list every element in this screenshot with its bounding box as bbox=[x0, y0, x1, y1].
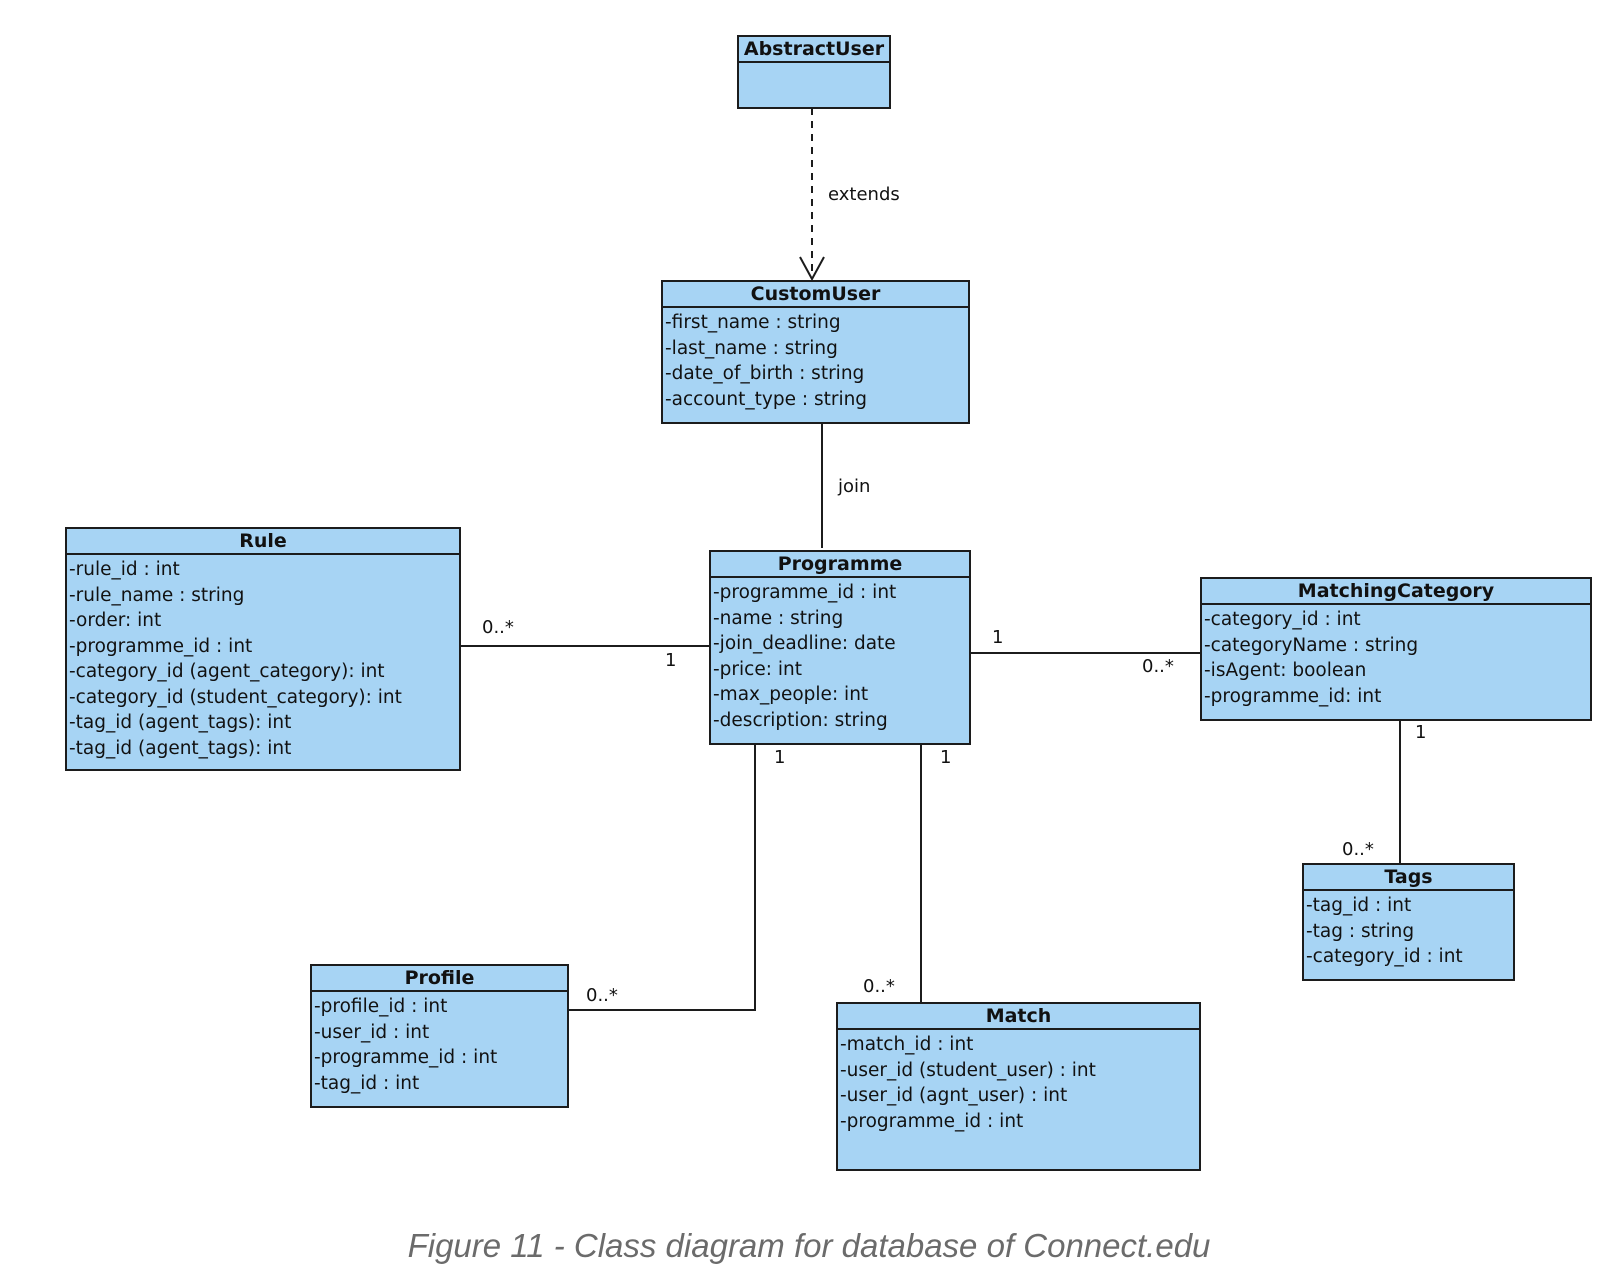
class-attribute: -tag_id (agent_tags): int bbox=[69, 712, 292, 733]
class-attribute: -rule_name : string bbox=[69, 584, 245, 606]
class-attribute: -join_deadline: date bbox=[713, 633, 896, 654]
class-programme: Programme -programme_id : int -name : str… bbox=[709, 550, 971, 745]
class-attribute: -rule_id : int bbox=[69, 559, 180, 580]
class-attribute: -name : string bbox=[713, 607, 844, 629]
programme-rule-multiplicity: 1 bbox=[665, 650, 677, 671]
programme-profile-multiplicity: 1 bbox=[774, 747, 786, 768]
extends-label: extends bbox=[828, 184, 900, 205]
class-custom-user: CustomUser -first_name : string -last_nam… bbox=[661, 280, 970, 424]
class-matching-category: MatchingCategory -category_id : int-cate… bbox=[1200, 577, 1592, 721]
class-attribute: -match_id : int bbox=[840, 1034, 974, 1055]
class-attribute: -category_id : int bbox=[1306, 946, 1463, 967]
rule-multiplicity: 0..* bbox=[482, 617, 514, 638]
tags-multiplicity: 0..* bbox=[1342, 839, 1374, 860]
join-label: join bbox=[838, 476, 871, 497]
match-multiplicity: 0..* bbox=[863, 976, 895, 997]
class-attribute: -programme_id : int bbox=[713, 582, 897, 603]
class-attribute: -description: string bbox=[713, 709, 888, 731]
profile-multiplicity: 0..* bbox=[586, 985, 618, 1006]
class-abstract-user: AbstractUser bbox=[737, 35, 891, 109]
class-name: MatchingCategory bbox=[1202, 579, 1590, 605]
class-attribute: -programme_id : int bbox=[314, 1047, 498, 1068]
class-attribute: -tag : string bbox=[1306, 920, 1415, 942]
category-multiplicity: 0..* bbox=[1142, 656, 1174, 677]
class-attribute: -profile_id : int bbox=[314, 996, 448, 1017]
class-attribute: -order: int bbox=[69, 610, 162, 631]
class-name: CustomUser bbox=[663, 282, 968, 308]
attribute-list: -programme_id : int -name : string -join_d… bbox=[711, 578, 969, 733]
class-attribute: -tag_id : int bbox=[314, 1072, 420, 1094]
class-attribute: -programme_id : int bbox=[840, 1110, 1024, 1132]
programme-profile-line bbox=[569, 745, 756, 1011]
class-name: Match bbox=[838, 1004, 1199, 1030]
programme-match-multiplicity: 1 bbox=[940, 747, 952, 768]
class-attribute: -max_people: int bbox=[713, 684, 869, 705]
class-attribute: -isAgent: boolean bbox=[1204, 660, 1367, 681]
attribute-list: -first_name : string -last_name : string -… bbox=[663, 308, 968, 412]
class-attribute: -categoryName : string bbox=[1204, 634, 1419, 656]
class-attribute: -account_type : string bbox=[665, 388, 868, 410]
programme-category-multiplicity: 1 bbox=[992, 627, 1004, 648]
class-attribute: -category_id : int bbox=[1204, 609, 1361, 630]
attribute-list: -match_id : int -user_id (student_user) :… bbox=[838, 1030, 1199, 1134]
class-attribute: -price: int bbox=[713, 658, 802, 680]
attribute-list: -rule_id : int -rule_name : string -order:… bbox=[67, 555, 459, 761]
attribute-list: -profile_id : int -user_id : int -programm… bbox=[312, 992, 567, 1096]
class-attribute: -user_id (agnt_user) : int bbox=[840, 1085, 1068, 1106]
attribute-list: -tag_id : int -tag : string -category_id :… bbox=[1304, 891, 1513, 970]
class-rule: Rule -rule_id : int -rule_name : string -o… bbox=[65, 527, 461, 771]
class-attribute: -tag_id : int bbox=[1306, 895, 1412, 916]
class-match: Match -match_id : int -user_id (student_u… bbox=[836, 1002, 1201, 1171]
class-attribute: -user_id : int bbox=[314, 1021, 430, 1043]
class-name: Tags bbox=[1304, 865, 1513, 891]
category-tags-multiplicity: 1 bbox=[1415, 722, 1427, 743]
class-attribute: -programme_id: int bbox=[1204, 685, 1382, 707]
attribute-list: -category_id : int -categoryName : string… bbox=[1202, 605, 1590, 709]
class-name: Rule bbox=[67, 529, 459, 555]
class-name: Programme bbox=[711, 552, 969, 578]
figure-caption: Figure 11 - Class diagram for database o… bbox=[407, 1227, 1211, 1264]
class-name: AbstractUser bbox=[739, 37, 889, 63]
class-attribute: -date_of_birth : string bbox=[665, 363, 865, 384]
class-attribute: -category_id (agent_category): int bbox=[69, 661, 385, 682]
class-name: Profile bbox=[312, 966, 567, 992]
class-attribute: -tag_id (agent_tags): int bbox=[69, 737, 292, 759]
class-profile: Profile -profile_id : int-user_id : int-… bbox=[310, 964, 569, 1108]
class-attribute: -category_id (student_category): int bbox=[69, 686, 402, 708]
class-attribute: -last_name : string bbox=[665, 337, 838, 359]
class-attribute: -first_name : string bbox=[665, 312, 841, 333]
class-attribute: -programme_id : int bbox=[69, 635, 253, 657]
extends-arrowhead bbox=[799, 256, 825, 282]
class-attribute: -user_id (student_user) : int bbox=[840, 1059, 1096, 1081]
class-tags: Tags -tag_id : int -tag : string -category… bbox=[1302, 863, 1515, 981]
